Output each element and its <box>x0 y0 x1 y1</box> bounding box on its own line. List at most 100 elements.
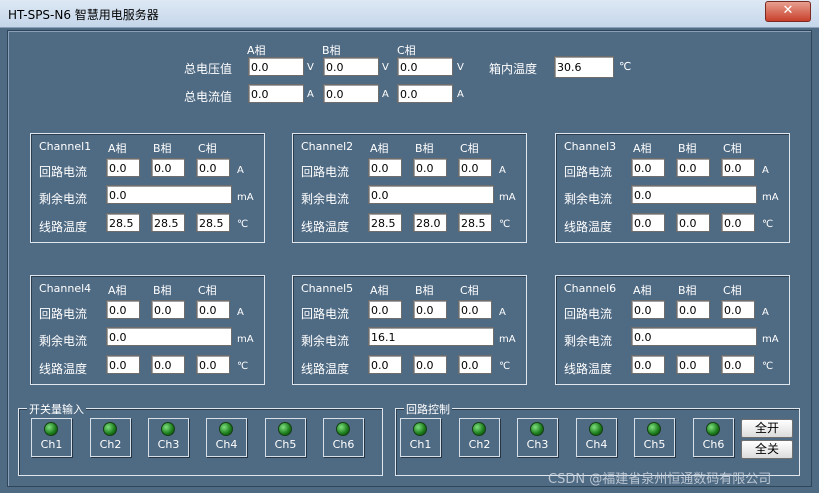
total-current-b-field[interactable]: 0.0 <box>323 84 379 103</box>
phase-header: B相 <box>153 142 172 155</box>
line-temp-field[interactable]: 0.0 <box>368 355 402 374</box>
title-bar: HT-SPS-N6 智慧用电服务器 ✕ <box>0 0 819 28</box>
phase-header: B相 <box>678 142 697 155</box>
phase-header: B相 <box>678 284 697 297</box>
total-current-a-field[interactable]: 0.0 <box>248 84 304 103</box>
loop-control-label: Ch6 <box>702 438 725 451</box>
line-temp-field[interactable]: 28.5 <box>151 213 185 232</box>
loop-current-field[interactable]: 0.0 <box>458 158 492 177</box>
residual-current-field[interactable]: 0.0 <box>106 327 232 346</box>
loop-current-field[interactable]: 0.0 <box>413 158 447 177</box>
loop-control-label: Ch5 <box>643 438 666 451</box>
channel-name: Channel2 <box>301 140 354 153</box>
line-temp-field[interactable]: 0.0 <box>676 213 710 232</box>
line-temp-field[interactable]: 0.0 <box>151 355 185 374</box>
line-temp-field[interactable]: 28.5 <box>196 213 230 232</box>
line-temp-field[interactable]: 0.0 <box>631 355 665 374</box>
unit-celsius: ℃ <box>762 361 774 372</box>
phase-header: B相 <box>153 284 172 297</box>
line-temp-field[interactable]: 28.5 <box>106 213 140 232</box>
residual-current-field[interactable]: 16.1 <box>368 327 494 346</box>
residual-current-label: 剩余电流 <box>39 192 88 206</box>
loop-current-field[interactable]: 0.0 <box>151 300 185 319</box>
line-temp-label: 线路温度 <box>564 220 613 234</box>
phase-header-b: B相 <box>322 44 341 57</box>
loop-control-ch3-button[interactable]: Ch3 <box>517 418 558 457</box>
phase-header: C相 <box>198 142 217 155</box>
unit-a: A <box>762 165 769 176</box>
residual-current-label: 剩余电流 <box>564 334 613 348</box>
phase-header: C相 <box>460 284 479 297</box>
phase-header: A相 <box>370 284 389 297</box>
total-voltage-c-field[interactable]: 0.0 <box>397 57 453 76</box>
unit-v: V <box>457 62 464 73</box>
phase-header: B相 <box>415 142 434 155</box>
residual-current-label: 剩余电流 <box>301 334 350 348</box>
led-indicator-icon <box>706 422 720 436</box>
loop-current-field[interactable]: 0.0 <box>631 158 665 177</box>
window-title: HT-SPS-N6 智慧用电服务器 <box>8 8 159 22</box>
unit-v: V <box>382 62 389 73</box>
residual-current-field[interactable]: 0.0 <box>631 327 757 346</box>
line-temp-field[interactable]: 28.0 <box>413 213 447 232</box>
loop-control-label: Ch4 <box>585 438 608 451</box>
led-indicator-icon <box>336 422 350 436</box>
phase-header: C相 <box>460 142 479 155</box>
line-temp-field[interactable]: 0.0 <box>721 355 755 374</box>
loop-current-field[interactable]: 0.0 <box>368 300 402 319</box>
loop-current-field[interactable]: 0.0 <box>631 300 665 319</box>
line-temp-label: 线路温度 <box>301 220 350 234</box>
total-voltage-b-field[interactable]: 0.0 <box>323 57 379 76</box>
line-temp-field[interactable]: 28.5 <box>368 213 402 232</box>
loop-current-field[interactable]: 0.0 <box>676 300 710 319</box>
phase-header: C相 <box>723 284 742 297</box>
residual-current-field[interactable]: 0.0 <box>368 185 494 204</box>
line-temp-field[interactable]: 0.0 <box>721 213 755 232</box>
switch-input-ch6: Ch6 <box>323 418 364 457</box>
channel-name: Channel4 <box>39 282 92 295</box>
all-on-button[interactable]: 全开 <box>741 419 793 438</box>
unit-a: A <box>499 307 506 318</box>
line-temp-field[interactable]: 28.5 <box>458 213 492 232</box>
total-current-c-field[interactable]: 0.0 <box>397 84 453 103</box>
close-button[interactable]: ✕ <box>765 1 811 22</box>
box-temp-field[interactable]: 30.6 <box>554 56 614 78</box>
loop-current-field[interactable]: 0.0 <box>368 158 402 177</box>
unit-a: A <box>307 89 314 100</box>
loop-current-field[interactable]: 0.0 <box>676 158 710 177</box>
phase-header: A相 <box>108 142 127 155</box>
loop-current-field[interactable]: 0.0 <box>721 300 755 319</box>
loop-current-field[interactable]: 0.0 <box>196 158 230 177</box>
loop-current-field[interactable]: 0.0 <box>196 300 230 319</box>
line-temp-field[interactable]: 0.0 <box>676 355 710 374</box>
loop-control-ch6-button[interactable]: Ch6 <box>693 418 734 457</box>
unit-celsius: ℃ <box>237 361 249 372</box>
line-temp-field[interactable]: 0.0 <box>196 355 230 374</box>
loop-current-field[interactable]: 0.0 <box>106 158 140 177</box>
line-temp-field[interactable]: 0.0 <box>458 355 492 374</box>
total-voltage-a-field[interactable]: 0.0 <box>248 57 304 76</box>
loop-control-ch1-button[interactable]: Ch1 <box>400 418 441 457</box>
line-temp-field[interactable]: 0.0 <box>106 355 140 374</box>
all-off-button[interactable]: 全关 <box>741 440 793 459</box>
unit-a: A <box>237 165 244 176</box>
loop-current-field[interactable]: 0.0 <box>721 158 755 177</box>
residual-current-field[interactable]: 0.0 <box>106 185 232 204</box>
loop-current-field[interactable]: 0.0 <box>413 300 447 319</box>
residual-current-field[interactable]: 0.0 <box>631 185 757 204</box>
loop-current-field[interactable]: 0.0 <box>106 300 140 319</box>
line-temp-field[interactable]: 0.0 <box>631 213 665 232</box>
loop-control-ch4-button[interactable]: Ch4 <box>576 418 617 457</box>
line-temp-label: 线路温度 <box>564 362 613 376</box>
loop-current-field[interactable]: 0.0 <box>458 300 492 319</box>
line-temp-field[interactable]: 0.0 <box>413 355 447 374</box>
loop-control-ch5-button[interactable]: Ch5 <box>634 418 675 457</box>
phase-header: A相 <box>633 284 652 297</box>
loop-control-ch2-button[interactable]: Ch2 <box>459 418 500 457</box>
unit-celsius: ℃ <box>237 219 249 230</box>
switch-input-label: Ch2 <box>99 438 122 451</box>
loop-current-label: 回路电流 <box>564 307 613 321</box>
loop-current-field[interactable]: 0.0 <box>151 158 185 177</box>
